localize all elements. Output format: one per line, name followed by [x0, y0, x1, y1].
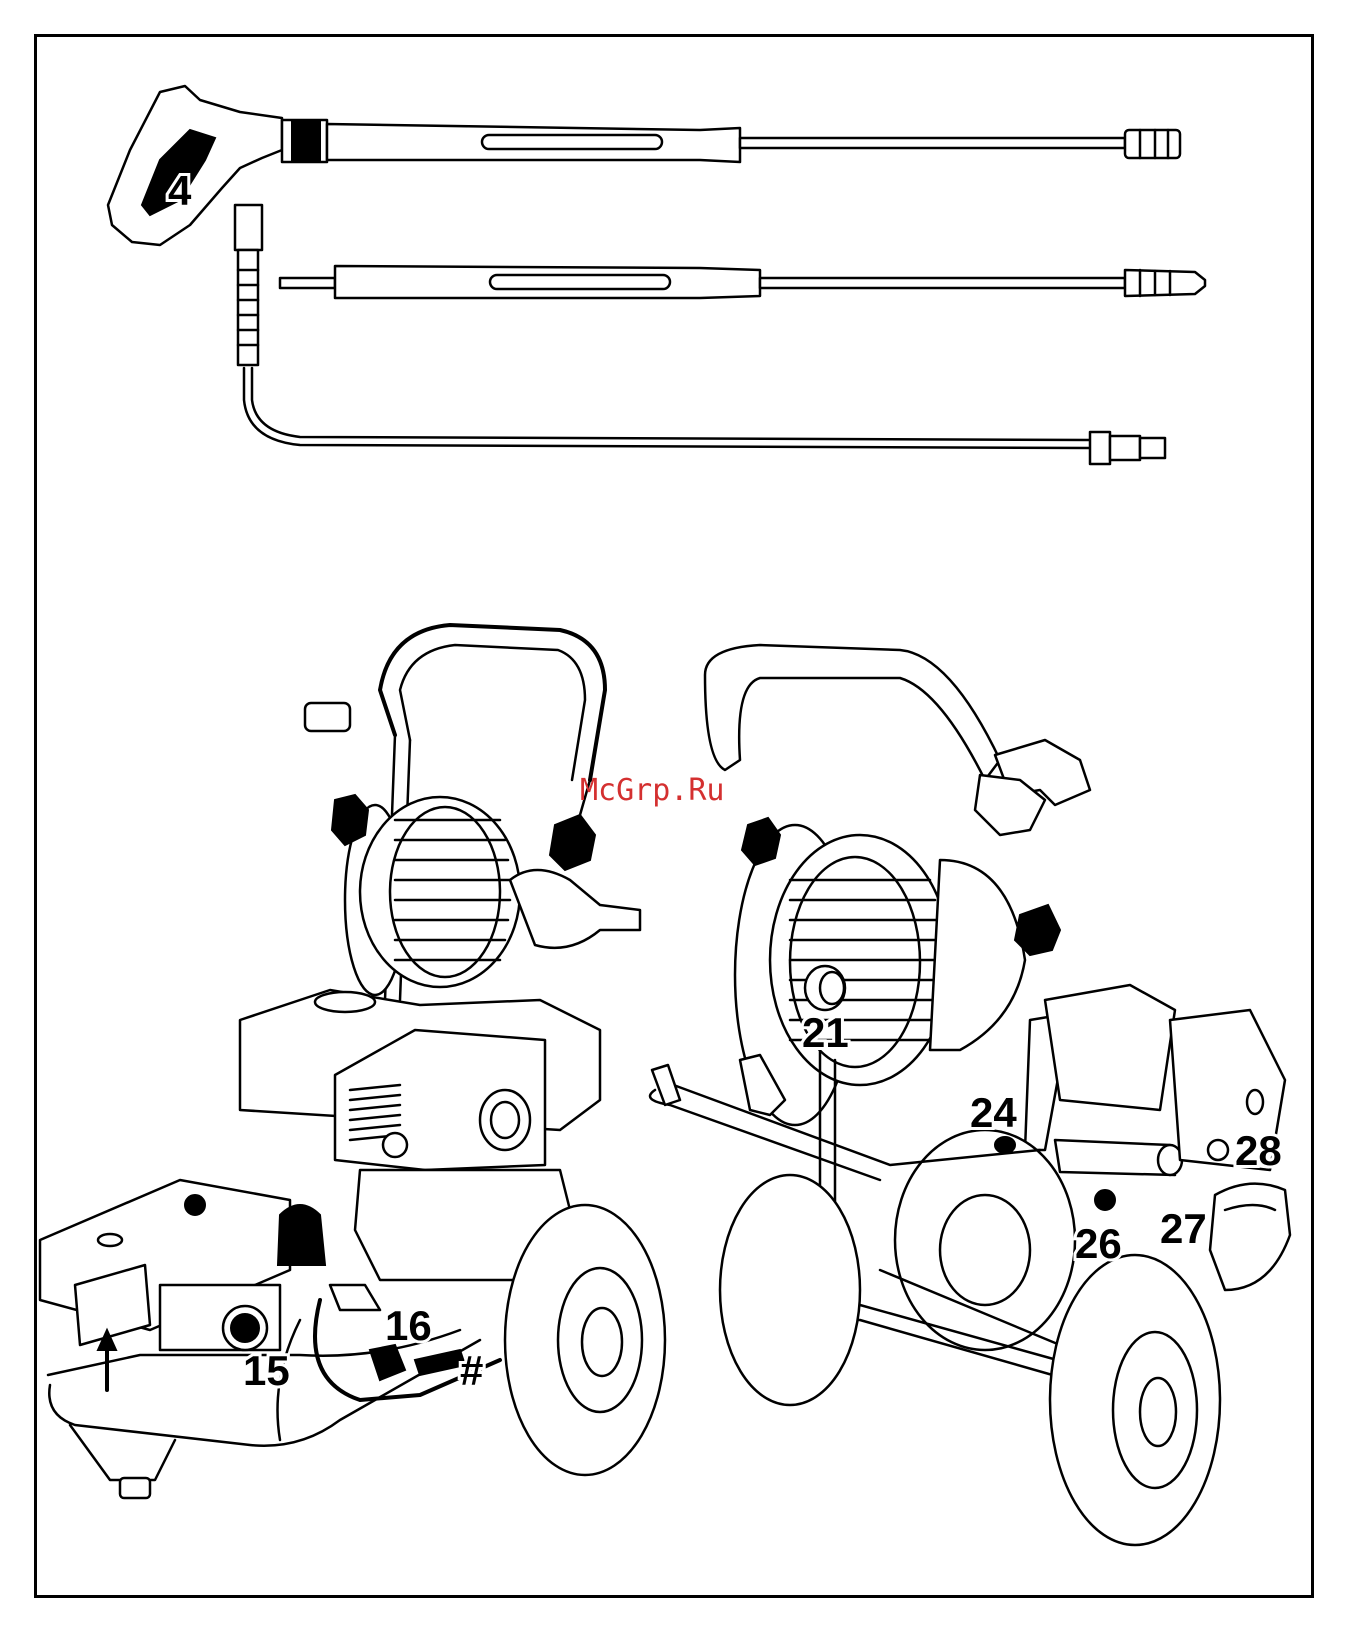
watermark-text: McGrp.Ru: [580, 773, 725, 808]
callout-4: 4: [168, 167, 192, 214]
callout-21: 21: [802, 1009, 849, 1056]
callout-28: 28: [1235, 1127, 1282, 1174]
callout-16: 16: [385, 1302, 432, 1349]
callout-labels: 4 15 16 # 21 24 26 27 28: [168, 167, 1282, 1394]
callout-24: 24: [970, 1089, 1017, 1136]
spray-gun-assembly: [108, 86, 1205, 464]
callout-27: 27: [1160, 1205, 1207, 1252]
callout-hash: #: [460, 1347, 483, 1394]
callout-26: 26: [1075, 1220, 1122, 1267]
callout-15: 15: [243, 1347, 290, 1394]
machine-front-view: [40, 625, 665, 1498]
